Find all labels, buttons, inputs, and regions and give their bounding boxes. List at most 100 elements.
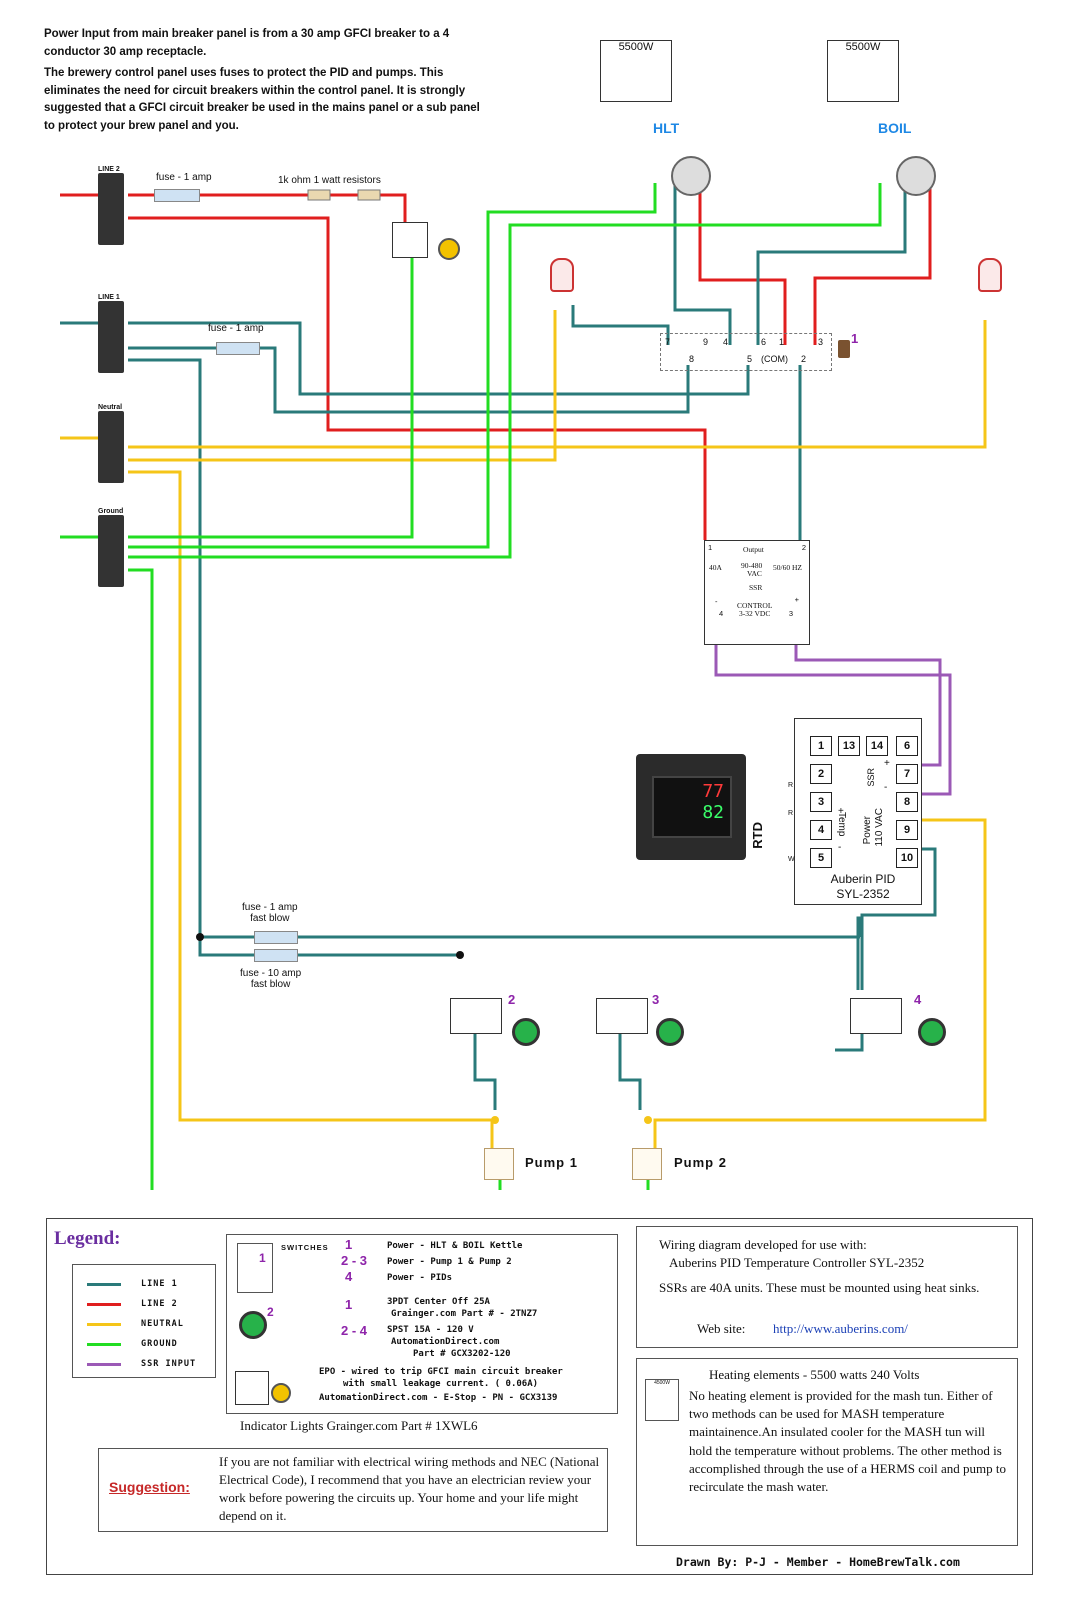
pump1-switch[interactable] [450,998,502,1034]
pump2-button-icon[interactable] [656,1018,684,1046]
pid-name: Auberin PID [830,872,896,886]
fuse2 [216,342,260,355]
info-web-link[interactable]: http://www.auberins.com/ [773,1321,908,1336]
pump1-button-icon[interactable] [512,1018,540,1046]
legend-switches-label: SWITCHES [281,1243,329,1252]
legend-sw4-num: 4 [345,1269,353,1284]
pid-w: W [788,856,795,863]
pid-temp-minus: - [838,842,842,853]
hlt-name: HLT [653,120,680,136]
legend-epo-l2: with small leakage current. ( 0.06A) [343,1379,539,1389]
sw-t9: 9 [703,337,709,347]
legend-swatch [87,1362,121,1366]
intro-fuses-note: The brewery control panel uses fuses to … [44,67,480,132]
legend-p1-l1: 3PDT Center Off 25A [387,1297,490,1307]
fuse3 [254,931,298,944]
fuse2-label: fuse - 1 amp [208,323,264,334]
estop-button-icon[interactable] [438,238,460,260]
suggestion-label: Suggestion: [109,1479,190,1495]
legend-sw1-num: 1 [345,1237,353,1252]
wire-sw3-p2 [618,1030,642,1110]
wire-ground-c [128,183,882,559]
legend-p1-l2: Grainger.com Part # - 2TNZ7 [391,1309,538,1319]
fuse3-label: fuse - 1 amp fast blow [242,902,298,924]
boil-name: BOIL [878,120,912,136]
pid-terminal-1: 1 [810,736,832,756]
pid-power-vac: 110 VAC [874,808,885,847]
heating-element-icon: 4500W [645,1379,679,1421]
pid-terminal-10: 10 [896,848,918,868]
legend-item: GROUND [87,1339,178,1349]
indicator-light-boil-icon [978,258,1002,292]
terminal-ground-label: Ground [98,508,124,515]
legend-sw23-desc: Power - Pump 1 & Pump 2 [387,1257,512,1267]
ssr: 1 2 Output 40A 90-480 VAC 50/60 HZ SSR -… [704,540,810,645]
ssr-control: CONTROL [737,601,773,610]
wire-neutral-a [128,320,987,449]
pump2-outlet-icon [632,1148,662,1180]
ssr-40a: 40A [709,563,722,572]
pid-model: SYL-2352 [836,887,890,901]
pump1-outlet-icon [484,1148,514,1180]
resistor-label: 1k ohm 1 watt resistors [278,175,381,186]
legend-p24-l2: AutomationDirect.com [391,1337,500,1347]
legend-sw1-desc: Power - HLT & BOIL Kettle [387,1241,523,1251]
ssr-hz: 50/60 HZ [773,563,802,572]
legend-label: NEUTRAL [141,1319,184,1329]
legend-label: LINE 2 [141,1299,178,1309]
pid-display: 77 82 [652,776,732,838]
info-l1: Wiring diagram developed for use with: [659,1237,867,1252]
pid-terminal-6: 6 [896,736,918,756]
legend-p24-l3: Part # GCX3202-120 [413,1349,511,1359]
ssr-range: 90-480 [741,561,763,570]
pid-temp-label: Temp [836,812,847,837]
epo-switch[interactable] [392,222,428,258]
legend-label: LINE 1 [141,1279,178,1289]
wire-hlt-teal [673,183,732,345]
wire-line2-main [128,216,707,540]
legend-epo-switch-icon [235,1371,269,1405]
resistors-icon [307,189,381,201]
switch-3pdt-number: 1 [851,331,859,346]
hlt-element: 5500W [600,40,672,102]
legend-switches: 1 SWITCHES 1 Power - HLT & BOIL Kettle 2… [226,1234,618,1414]
wire-ground-pump [128,568,650,1190]
wire-line1-pid [128,358,460,957]
legend-icon-num2: 2 [267,1305,274,1319]
terminal-neutral: Neutral [98,404,124,483]
pump2-switch[interactable] [596,998,648,1034]
fuse4-label-a: fuse - 10 amp [240,968,302,979]
pid-terminal-9: 9 [896,820,918,840]
ssr-t1: 1 [708,543,713,552]
ssr-t3: 3 [788,609,793,618]
fuse4-label: fuse - 10 amp fast blow [240,968,301,990]
wire-sw4-ret [835,1030,864,1052]
pid-power-button-icon[interactable] [918,1018,946,1046]
fuse4-label-b: fast blow [250,979,291,990]
fuse3-label-a: fuse - 1 amp [242,902,298,913]
boil-receptacle-icon [896,156,936,196]
wire-neutral-pump [128,470,492,1122]
pid-switch-number: 4 [914,992,922,1007]
fuse1 [154,189,200,202]
heating-box: 4500W Heating elements - 5500 watts 240 … [636,1358,1018,1546]
legend-label: SSR INPUT [141,1359,197,1369]
pid-power-switch[interactable] [850,998,902,1034]
legend-epo-l1: EPO - wired to trip GFCI main circuit br… [319,1367,563,1377]
pid-display-bottom: 82 [702,802,724,823]
info-web-label: Web site: [697,1321,746,1336]
suggestion-text: If you are not familiar with electrical … [219,1454,600,1523]
pid-temp-plus: + [838,806,844,817]
switch-3pdt[interactable]: 7 9 4 6 1 3 8 5 (COM) 2 [660,333,832,371]
ssr-t2: 2 [801,543,806,552]
sw-t3: 3 [818,337,824,347]
legend-colors: LINE 1 LINE 2 NEUTRAL GROUND SSR INPUT [72,1264,216,1378]
wire-neutral-pid [653,818,987,1150]
hlt-receptacle-icon [671,156,711,196]
sw-tcom: (COM) [761,354,788,364]
suggestion-box: Suggestion: If you are not familiar with… [98,1448,608,1532]
terminal-line1-label: LINE 1 [98,294,120,301]
ssr-output: Output [743,545,764,554]
pid-terminal-2: 2 [810,764,832,784]
indicator-light-hlt-icon [550,258,574,292]
